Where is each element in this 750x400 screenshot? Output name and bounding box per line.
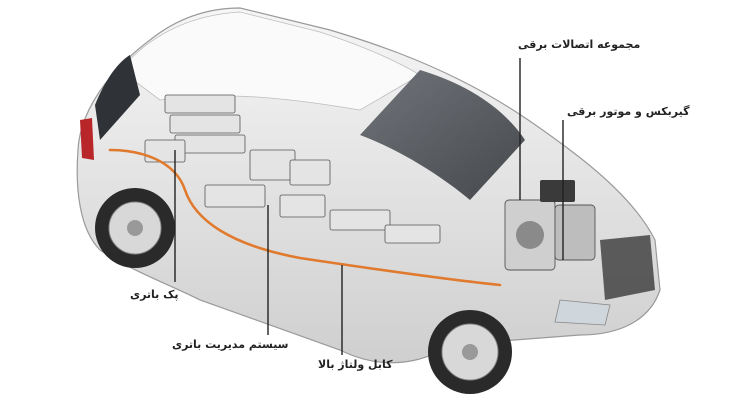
- label-battery-management: سیستم مدیریت باتری: [172, 338, 289, 351]
- battery-modules-rear: [144, 94, 246, 163]
- motor-gearbox-assembly: [504, 180, 596, 271]
- front-wheel: [428, 310, 512, 394]
- car-windshield: [360, 70, 525, 200]
- car-rear-window: [95, 55, 140, 140]
- car-roof: [119, 11, 421, 111]
- label-gearbox-motor: گیربکس و موتور برقی: [567, 105, 690, 118]
- headlight: [554, 299, 611, 326]
- label-high-voltage-cable: کابل ولتاژ بالا: [318, 358, 393, 371]
- rear-wheel: [95, 188, 175, 268]
- battery-modules-center: [204, 149, 441, 244]
- front-grille: [600, 235, 655, 300]
- high-voltage-cable-line: [108, 148, 502, 287]
- label-electrical-connections: مجموعه اتصالات برقی: [518, 38, 641, 51]
- leader-lines: [174, 58, 564, 355]
- label-battery-pack: پک باتری: [130, 288, 179, 301]
- tail-light: [80, 118, 94, 160]
